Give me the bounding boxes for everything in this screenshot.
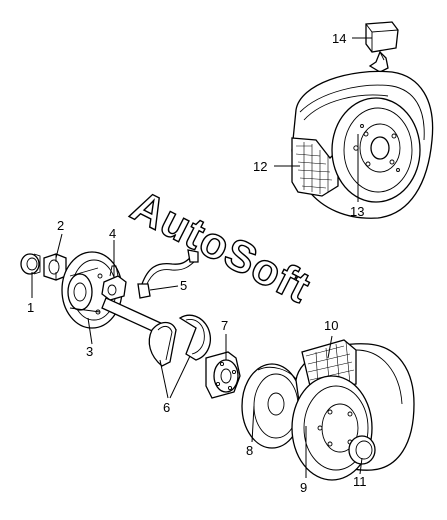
spare-wheel-rim-part-13 [331,97,421,203]
callout-13: 13 [350,204,364,219]
callout-5: 5 [180,278,187,293]
callout-12: 12 [253,159,267,174]
brake-shoes-part-6 [148,314,211,367]
hub-bearing-part-2 [43,253,67,281]
callout-2: 2 [57,218,64,233]
callout-6: 6 [163,400,170,415]
hub-flange-part-7 [205,351,241,399]
callout-3: 3 [86,344,93,359]
callout-1: 1 [27,300,34,315]
callout-4: 4 [109,226,116,241]
watermark-text: AutoSoft [123,181,318,313]
callout-11: 11 [353,474,367,489]
callout-8: 8 [246,443,253,458]
callout-7: 7 [221,318,228,333]
callout-labels: 1 2 3 4 5 6 7 8 9 10 11 12 13 14 [27,31,367,495]
hub-cap-part-1 [20,253,41,275]
callout-9: 9 [300,480,307,495]
watermark: AutoSoft [123,181,319,314]
spare-wheel-assembly [291,21,434,219]
road-wheel-assembly [241,339,415,481]
rear-brake-assembly [20,249,241,399]
spare-wheel-clamp-part-14 [365,21,399,73]
callout-10: 10 [324,318,338,333]
wheel-cylinder-part-4 [101,265,127,301]
wheel-cap-part-11 [348,435,376,465]
brake-hose-part-5 [137,249,199,299]
leader-lines [31,37,372,478]
callout-14: 14 [332,31,346,46]
